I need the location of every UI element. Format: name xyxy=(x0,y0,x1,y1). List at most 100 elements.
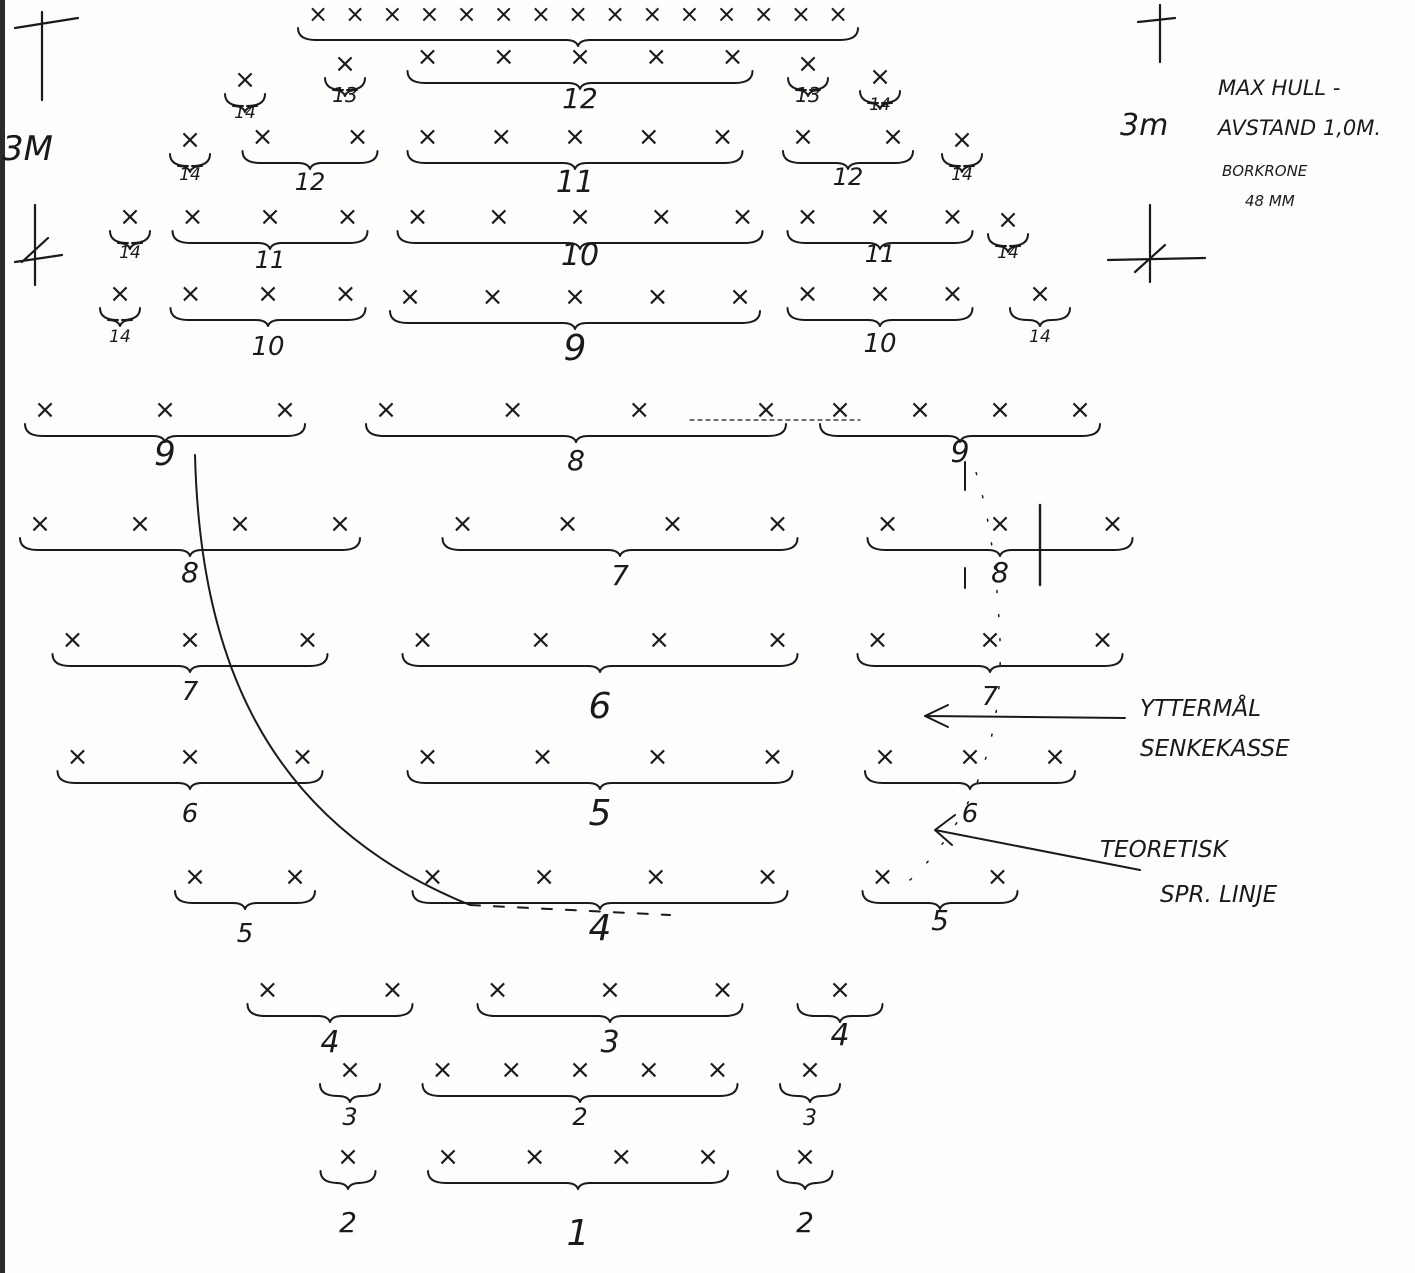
group-brace xyxy=(786,230,974,250)
drill-hole-marker: × xyxy=(382,975,404,1005)
drill-hole-marker: × xyxy=(755,395,777,425)
drill-hole-marker: × xyxy=(648,625,670,655)
hole-groups: ××××××××××××××××14×13×××××12×13×14×14××1… xyxy=(19,0,1134,1254)
max-hull-note-line1: MAX HULL - xyxy=(1218,76,1340,100)
delay-number-label: 3 xyxy=(342,1103,357,1131)
drill-hole-marker: × xyxy=(647,742,669,772)
drill-hole-marker: × xyxy=(347,122,369,152)
callout-theory-arrow xyxy=(934,814,1141,871)
delay-number-label: 6 xyxy=(589,686,612,727)
drill-hole-marker: × xyxy=(628,395,650,425)
drill-hole-marker: × xyxy=(493,42,515,72)
delay-number-label: 11 xyxy=(255,246,286,274)
drill-hole-marker: × xyxy=(697,1142,719,1172)
hole-group: ×××6 xyxy=(56,742,324,829)
hole-group: ×14 xyxy=(987,205,1029,263)
drill-hole-marker: × xyxy=(419,0,439,28)
drill-hole-marker: × xyxy=(417,742,439,772)
delay-number-label: 2 xyxy=(572,1103,587,1131)
drill-hole-marker: × xyxy=(457,0,477,28)
delay-number-label: 7 xyxy=(611,559,629,592)
delay-number-label: 6 xyxy=(962,799,979,829)
drill-hole-marker: × xyxy=(909,395,931,425)
group-brace xyxy=(864,770,1076,790)
drill-hole-marker: × xyxy=(252,122,274,152)
hole-group: ×14 xyxy=(1009,279,1071,347)
delay-number-label: 1 xyxy=(567,1213,590,1254)
hole-group: ×3 xyxy=(319,1055,381,1131)
drill-hole-marker: × xyxy=(62,625,84,655)
drill-hole-marker: × xyxy=(869,202,891,232)
drill-hole-marker: × xyxy=(34,395,56,425)
group-brace xyxy=(365,423,787,443)
delay-number-label: 9 xyxy=(564,328,587,369)
group-brace xyxy=(866,537,1134,557)
hole-group: ××××4 xyxy=(411,862,789,949)
group-brace xyxy=(174,890,316,910)
hole-group: ××12 xyxy=(782,122,914,191)
drill-hole-marker: × xyxy=(757,862,779,892)
hole-group: ××12 xyxy=(241,122,379,196)
drill-hole-marker: × xyxy=(494,0,514,28)
group-brace xyxy=(1009,307,1071,327)
group-brace xyxy=(99,307,141,327)
drill-hole-marker: × xyxy=(179,125,201,155)
group-brace xyxy=(56,770,324,790)
delay-number-label: 2 xyxy=(339,1206,357,1239)
max-hull-note-line4: 48 MM xyxy=(1245,192,1295,210)
drill-hole-marker: × xyxy=(524,1142,546,1172)
hole-group: ×××××12 xyxy=(406,42,754,115)
delay-number-label: 3 xyxy=(600,1025,619,1060)
drill-hole-marker: × xyxy=(762,742,784,772)
group-brace xyxy=(987,233,1029,253)
theoretical-blast-line xyxy=(194,454,1001,916)
delay-number-label: 5 xyxy=(589,793,612,834)
group-brace xyxy=(787,77,829,97)
drill-hole-marker: × xyxy=(767,625,789,655)
drill-hole-marker: × xyxy=(257,975,279,1005)
max-hull-note-line2: AVSTAND 1,0M. xyxy=(1216,116,1381,140)
drill-hole-marker: × xyxy=(452,509,474,539)
drill-hole-marker: × xyxy=(882,122,904,152)
delay-number-label: 9 xyxy=(154,434,176,474)
drill-hole-marker: × xyxy=(417,122,439,152)
group-brace xyxy=(819,423,1101,443)
drill-hole-marker: × xyxy=(997,205,1019,235)
drill-hole-marker: × xyxy=(989,509,1011,539)
hole-group: ××××××××××××××× xyxy=(297,0,859,47)
drill-hole-marker: × xyxy=(829,975,851,1005)
drill-hole-marker: × xyxy=(568,0,588,28)
group-brace xyxy=(171,230,369,250)
delay-number-label: 14 xyxy=(869,95,891,115)
drill-hole-marker: × xyxy=(638,1055,660,1085)
hole-group: ×14 xyxy=(224,65,266,123)
delay-number-label: 3 xyxy=(803,1106,817,1131)
scan-edge xyxy=(0,0,5,1273)
drill-hole-marker: × xyxy=(794,1142,816,1172)
hole-group: ××××1 xyxy=(427,1142,729,1254)
group-brace xyxy=(782,150,914,170)
group-brace xyxy=(476,1003,744,1023)
vertical-spacing-label: 3M xyxy=(2,129,53,169)
group-brace xyxy=(319,1083,381,1103)
drill-hole-marker: × xyxy=(234,65,256,95)
drill-hole-marker: × xyxy=(308,0,328,28)
hole-group: ×××6 xyxy=(864,742,1076,829)
delay-number-label: 10 xyxy=(251,332,284,362)
drill-hole-marker: × xyxy=(437,1142,459,1172)
drill-hole-marker: × xyxy=(662,509,684,539)
drill-hole-marker: × xyxy=(732,202,754,232)
delay-number-label: 7 xyxy=(982,682,999,712)
callout-theory-line1: TEORETISK xyxy=(1100,837,1230,863)
drill-hole-marker: × xyxy=(797,202,819,232)
drill-hole-marker: × xyxy=(432,1055,454,1085)
hole-group: ××5 xyxy=(861,862,1019,937)
drill-hole-marker: × xyxy=(329,509,351,539)
theoretical-blast-arc-bottom xyxy=(469,904,671,916)
group-brace xyxy=(406,770,794,790)
delay-number-label: 14 xyxy=(119,243,141,263)
drill-hole-marker: × xyxy=(67,742,89,772)
group-brace xyxy=(941,153,983,173)
drill-hole-marker: × xyxy=(119,202,141,232)
drill-hole-marker: × xyxy=(229,509,251,539)
